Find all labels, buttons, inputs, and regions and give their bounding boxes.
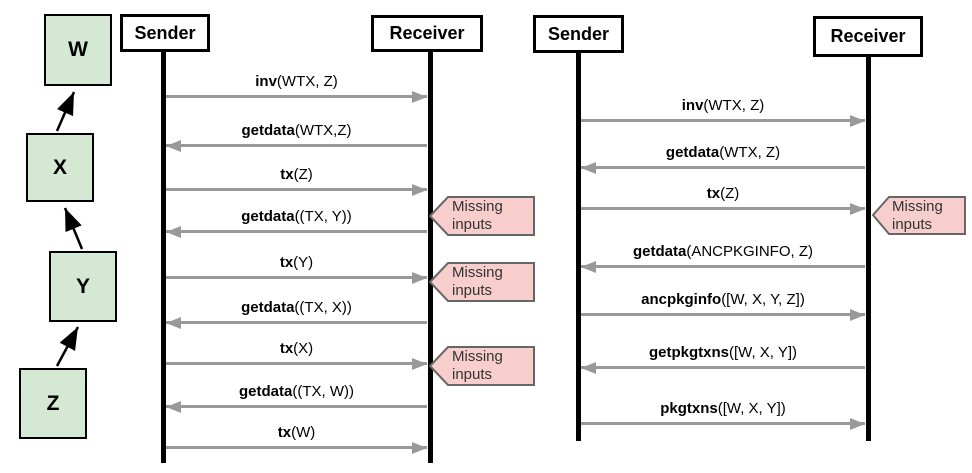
message-label: getdata(ANCPKGINFO, Z) xyxy=(632,243,813,260)
arrow-left-icon xyxy=(581,265,865,268)
arrow-left-icon xyxy=(166,321,427,324)
right-diagram-messages: inv(WTX, Z) getdata(WTX, Z) tx(Z) getdat… xyxy=(581,0,865,473)
arrow-left-icon xyxy=(581,366,865,369)
message-row: inv(WTX, Z) xyxy=(166,71,427,101)
message-row: getpkgtxns([W, X, Y]) xyxy=(581,342,865,372)
receiver-lifeline xyxy=(428,52,433,463)
chain-node-z: Z xyxy=(19,368,87,439)
arrow-right-icon xyxy=(581,422,865,425)
arrow-right-icon xyxy=(166,446,427,449)
left-diagram-messages: inv(WTX, Z) getdata(WTX,Z) tx(Z) getdata… xyxy=(166,0,427,473)
arrow-left-icon xyxy=(166,405,427,408)
sender-box-right-diagram: Sender xyxy=(533,15,624,53)
message-label: tx(Y) xyxy=(279,254,314,271)
message-label: tx(Z) xyxy=(280,166,313,183)
message-label: tx(X) xyxy=(279,340,314,357)
message-row: getdata(WTX,Z) xyxy=(166,120,427,150)
receiver-box-right-diagram: Receiver xyxy=(813,16,923,57)
chain-node-x: X xyxy=(26,133,94,202)
message-label: inv(WTX, Z) xyxy=(681,97,765,114)
message-label: getpkgtxns([W, X, Y]) xyxy=(648,344,798,361)
message-label: pkgtxns([W, X, Y]) xyxy=(660,400,786,417)
missing-inputs-label: Missing inputs xyxy=(452,348,503,383)
missing-inputs-tag: Missing inputs xyxy=(429,346,535,386)
arrow-y-to-x-icon xyxy=(63,207,84,250)
message-label: inv(WTX, Z) xyxy=(255,73,338,90)
message-row: tx(X) xyxy=(166,338,427,368)
message-row: tx(Z) xyxy=(581,183,865,213)
message-label: getdata((TX, W)) xyxy=(239,383,354,400)
message-label: ancpkginfo([W, X, Y, Z]) xyxy=(641,291,805,308)
arrow-right-icon xyxy=(166,276,427,279)
message-label: getdata(WTX,Z) xyxy=(241,122,352,139)
arrow-left-icon xyxy=(166,230,427,233)
arrow-right-icon xyxy=(166,95,427,98)
missing-inputs-label: Missing inputs xyxy=(892,198,943,233)
arrow-left-icon xyxy=(166,144,427,147)
message-row: tx(Z) xyxy=(166,164,427,194)
message-row: tx(W) xyxy=(166,422,427,452)
message-row: getdata((TX, W)) xyxy=(166,381,427,411)
message-row: getdata((TX, Y)) xyxy=(166,206,427,236)
message-label: getdata(WTX, Z) xyxy=(665,144,781,161)
arrow-right-icon xyxy=(581,313,865,316)
message-label: getdata((TX, Y)) xyxy=(241,208,352,225)
arrow-left-icon xyxy=(581,166,865,169)
message-row: getdata(WTX, Z) xyxy=(581,142,865,172)
arrow-right-icon xyxy=(581,119,865,122)
message-row: tx(Y) xyxy=(166,252,427,282)
sender-lifeline xyxy=(161,52,166,463)
message-label: tx(Z) xyxy=(706,185,740,202)
sender-lifeline xyxy=(576,53,581,441)
chain-node-y: Y xyxy=(49,251,117,322)
missing-inputs-tag: Missing inputs xyxy=(429,262,535,302)
message-row: inv(WTX, Z) xyxy=(581,95,865,125)
message-label: tx(W) xyxy=(277,424,316,441)
message-row: pkgtxns([W, X, Y]) xyxy=(581,398,865,428)
arrow-z-to-y-icon xyxy=(55,326,80,367)
receiver-box-left-diagram: Receiver xyxy=(371,15,483,52)
arrow-right-icon xyxy=(166,362,427,365)
arrow-right-icon xyxy=(581,207,865,210)
message-row: ancpkginfo([W, X, Y, Z]) xyxy=(581,289,865,319)
receiver-lifeline xyxy=(866,57,871,441)
message-label: getdata((TX, X)) xyxy=(241,299,352,316)
chain-node-w: W xyxy=(44,14,112,86)
arrow-x-to-w-icon xyxy=(55,91,76,132)
chain-arrows xyxy=(55,91,84,367)
missing-inputs-label: Missing inputs xyxy=(452,264,503,299)
arrow-right-icon xyxy=(166,188,427,191)
missing-inputs-tag: Missing inputs xyxy=(429,196,535,236)
missing-inputs-tag: Missing inputs xyxy=(872,196,966,235)
missing-inputs-label: Missing inputs xyxy=(452,198,503,233)
message-row: getdata(ANCPKGINFO, Z) xyxy=(581,241,865,271)
message-row: getdata((TX, X)) xyxy=(166,297,427,327)
sender-box-left-diagram: Sender xyxy=(120,14,210,52)
